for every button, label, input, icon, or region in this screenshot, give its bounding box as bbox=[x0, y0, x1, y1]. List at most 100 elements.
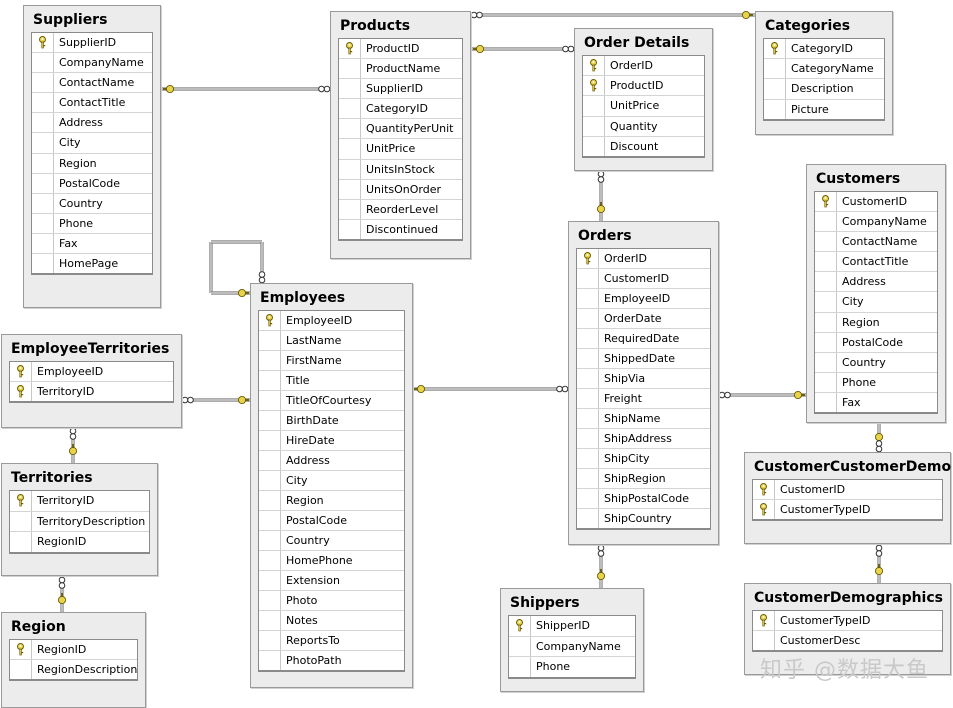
field-row[interactable]: BirthDate bbox=[259, 411, 404, 431]
field-row[interactable]: Notes bbox=[259, 611, 404, 631]
field-row[interactable]: RequiredDate bbox=[577, 329, 710, 349]
field-row[interactable]: UnitPrice bbox=[583, 96, 704, 117]
field-row[interactable]: CategoryName bbox=[764, 59, 884, 80]
field-row[interactable]: Address bbox=[815, 272, 937, 293]
field-row[interactable]: CustomerID bbox=[577, 269, 710, 289]
field-row[interactable]: HomePage bbox=[32, 254, 152, 275]
field-row[interactable]: OrderDate bbox=[577, 309, 710, 329]
field-row[interactable]: ProductID bbox=[583, 76, 704, 97]
field-row[interactable]: Phone bbox=[509, 657, 635, 678]
field-row[interactable]: OrderID bbox=[583, 56, 704, 77]
field-row[interactable]: Photo bbox=[259, 591, 404, 611]
field-row[interactable]: PostalCode bbox=[32, 173, 152, 194]
field-row[interactable]: Fax bbox=[32, 233, 152, 255]
field-row[interactable]: Discount bbox=[583, 136, 704, 157]
field-row[interactable]: ShipName bbox=[577, 409, 710, 429]
field-row[interactable]: ContactName bbox=[32, 73, 152, 94]
field-row[interactable]: EmployeeID bbox=[259, 311, 404, 331]
field-row[interactable]: QuantityPerUnit bbox=[339, 119, 462, 140]
field-row[interactable]: Phone bbox=[815, 372, 937, 393]
field-row[interactable]: Extension bbox=[259, 571, 404, 591]
field-row[interactable]: PhotoPath bbox=[259, 651, 404, 671]
field-row[interactable]: TitleOfCourtesy bbox=[259, 391, 404, 411]
field-row[interactable]: HomePhone bbox=[259, 551, 404, 571]
field-row[interactable]: ProductName bbox=[339, 59, 462, 80]
field-row[interactable]: ShipCity bbox=[577, 449, 710, 469]
field-row[interactable]: ContactTitle bbox=[32, 93, 152, 114]
field-row[interactable]: RegionID bbox=[10, 640, 137, 660]
field-row[interactable]: UnitsInStock bbox=[339, 159, 462, 180]
field-row[interactable]: FirstName bbox=[259, 351, 404, 371]
field-row[interactable]: OrderID bbox=[577, 249, 710, 269]
field-row[interactable]: LastName bbox=[259, 331, 404, 351]
field-row[interactable]: ShipRegion bbox=[577, 469, 710, 489]
field-row[interactable]: Address bbox=[32, 113, 152, 134]
field-row[interactable]: Country bbox=[815, 352, 937, 373]
field-row[interactable]: Discontinued bbox=[339, 219, 462, 240]
field-row[interactable]: Region bbox=[32, 153, 152, 174]
field-row[interactable]: CategoryID bbox=[339, 99, 462, 120]
field-row[interactable]: Quantity bbox=[583, 116, 704, 137]
field-row[interactable]: ShipAddress bbox=[577, 429, 710, 449]
field-row[interactable]: RegionID bbox=[10, 532, 149, 553]
field-row[interactable]: ShippedDate bbox=[577, 349, 710, 369]
field-row[interactable]: TerritoryID bbox=[10, 382, 173, 402]
field-row[interactable]: CompanyName bbox=[509, 636, 635, 657]
field-row[interactable]: City bbox=[815, 292, 937, 313]
field-row[interactable]: City bbox=[32, 133, 152, 154]
field-row[interactable]: CompanyName bbox=[815, 212, 937, 233]
field-row[interactable]: HireDate bbox=[259, 431, 404, 451]
field-row[interactable]: ShipVia bbox=[577, 369, 710, 389]
field-row[interactable]: SupplierID bbox=[339, 79, 462, 100]
field-row[interactable]: CustomerTypeID bbox=[753, 611, 942, 631]
field-row[interactable]: TerritoryID bbox=[10, 491, 149, 512]
field-row[interactable]: SupplierID bbox=[32, 33, 152, 54]
field-row[interactable]: UnitsOnOrder bbox=[339, 179, 462, 200]
field-row[interactable]: ReorderLevel bbox=[339, 199, 462, 220]
field-row[interactable]: Title bbox=[259, 371, 404, 391]
field-row[interactable]: City bbox=[259, 471, 404, 491]
field-row[interactable]: CategoryID bbox=[764, 39, 884, 60]
field-row[interactable]: Country bbox=[32, 193, 152, 214]
field-row[interactable]: Region bbox=[259, 491, 404, 511]
field-row[interactable]: ContactName bbox=[815, 232, 937, 253]
field-row[interactable]: EmployeeID bbox=[577, 289, 710, 309]
field-row[interactable]: Phone bbox=[32, 213, 152, 234]
field-row[interactable]: RegionDescription bbox=[10, 660, 137, 680]
field-row[interactable]: Freight bbox=[577, 389, 710, 409]
field-row[interactable]: Picture bbox=[764, 99, 884, 120]
field-row[interactable]: ContactTitle bbox=[815, 252, 937, 273]
field-row[interactable]: Region bbox=[815, 312, 937, 333]
field-row[interactable]: PostalCode bbox=[815, 332, 937, 353]
field-row[interactable]: Address bbox=[259, 451, 404, 471]
field-row[interactable]: ShipperID bbox=[509, 616, 635, 637]
field-row[interactable]: ShipCountry bbox=[577, 509, 710, 529]
field-row[interactable]: ShipPostalCode bbox=[577, 489, 710, 509]
field-row[interactable]: Fax bbox=[815, 392, 937, 414]
field-row[interactable]: CustomerID bbox=[815, 192, 937, 213]
field-row[interactable]: CustomerDesc bbox=[753, 631, 942, 651]
field-row[interactable]: PostalCode bbox=[259, 511, 404, 531]
field-row[interactable]: UnitPrice bbox=[339, 139, 462, 160]
field-row[interactable]: CustomerTypeID bbox=[753, 500, 942, 520]
field-row[interactable]: CompanyName bbox=[32, 53, 152, 74]
field-row[interactable]: ProductID bbox=[339, 39, 462, 60]
field-row[interactable]: CustomerID bbox=[753, 480, 942, 500]
field-row[interactable]: ReportsTo bbox=[259, 631, 404, 651]
field-row[interactable]: Country bbox=[259, 531, 404, 551]
field-row[interactable]: TerritoryDescription bbox=[10, 511, 149, 532]
field-row[interactable]: Description bbox=[764, 79, 884, 100]
